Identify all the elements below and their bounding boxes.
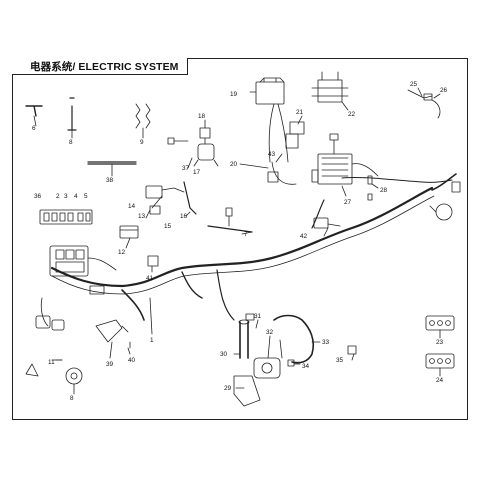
callout-31: 31	[254, 313, 262, 320]
callout-27: 27	[344, 199, 352, 206]
main-harness	[50, 173, 457, 321]
callout-43: 43	[268, 151, 276, 158]
callout-4: 4	[74, 193, 78, 200]
callout-13: 13	[138, 213, 146, 220]
exploded-parts-diagram: 6 8 9 38 37 18 17 19 20 21 43 22 25 26 2…	[25, 71, 461, 407]
callout-2: 2	[56, 193, 60, 200]
callout-6: 6	[32, 125, 36, 132]
callout-35: 35	[336, 357, 344, 364]
fuse-box-assembly	[35, 245, 117, 331]
callout-28: 28	[380, 187, 388, 194]
callout-40: 40	[128, 357, 136, 364]
callout-26: 26	[440, 87, 448, 94]
callout-22: 22	[348, 111, 356, 118]
callout-14: 14	[128, 203, 136, 210]
callout-37: 37	[182, 165, 190, 172]
callout-24: 24	[436, 377, 444, 384]
callout-39: 39	[106, 361, 114, 368]
fuse-block	[39, 209, 93, 225]
callout-12: 12	[118, 249, 126, 256]
callout-9: 9	[140, 139, 144, 146]
callout-11: 11	[48, 359, 55, 366]
callout-7: 7	[244, 231, 248, 238]
callout-3: 3	[64, 193, 68, 200]
callout-20: 20	[230, 161, 238, 168]
callout-42: 42	[300, 233, 308, 240]
callout-17: 17	[193, 169, 201, 176]
callout-10: 8	[70, 395, 74, 402]
callout-1: 1	[150, 337, 154, 344]
callout-16: 16	[180, 213, 188, 220]
callout-30: 30	[220, 351, 228, 358]
callout-labels: 6 8 9 38 37 18 17 19 20 21 43 22 25 26 2…	[32, 81, 448, 402]
callout-25: 25	[410, 81, 418, 88]
callout-23: 23	[436, 339, 444, 346]
callout-41: 41	[146, 275, 154, 282]
callout-36: 36	[34, 193, 42, 200]
callout-5: 5	[84, 193, 88, 200]
callout-21: 21	[296, 109, 304, 116]
callout-15: 15	[164, 223, 172, 230]
callout-29: 29	[224, 385, 232, 392]
callout-32: 32	[266, 329, 274, 336]
diagram-frame	[12, 58, 468, 420]
callout-8: 8	[69, 139, 73, 146]
callout-19: 19	[230, 91, 238, 98]
callout-38: 38	[106, 177, 114, 184]
diagram-title-tab: 电器系统/ ELECTRIC SYSTEM	[12, 58, 188, 75]
diagram-title: 电器系统/ ELECTRIC SYSTEM	[30, 60, 179, 73]
callout-34: 34	[302, 363, 310, 370]
callout-18: 18	[198, 113, 206, 120]
callout-33: 33	[322, 339, 330, 346]
